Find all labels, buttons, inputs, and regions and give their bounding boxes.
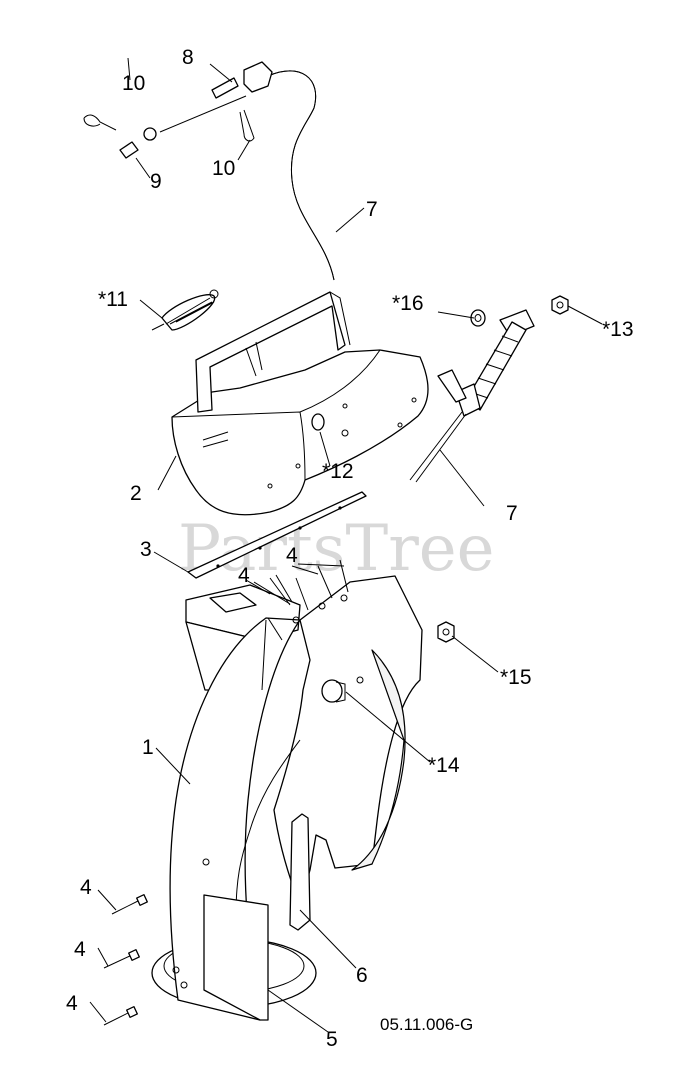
figure-code: 05.11.006-G bbox=[380, 1015, 473, 1034]
callout-labels: 10 8 9 10 7 *11 *16 *13 *12 2 7 3 4 4 *1… bbox=[66, 46, 634, 1051]
callout-10: 10 bbox=[122, 72, 145, 95]
part-12-pivot bbox=[311, 413, 325, 431]
callout-7: 7 bbox=[506, 502, 518, 525]
part-10-clip-left bbox=[83, 114, 117, 131]
callout-6: 6 bbox=[356, 964, 368, 987]
callout-4: 4 bbox=[74, 938, 86, 961]
part-2-deflector bbox=[171, 291, 429, 516]
callout-4: 4 bbox=[80, 876, 92, 899]
callout-10: 10 bbox=[212, 157, 235, 180]
callout-13: *13 bbox=[602, 318, 634, 341]
part-11-spring bbox=[151, 289, 219, 331]
callout-14: *14 bbox=[428, 754, 460, 777]
part-7-cable-upper bbox=[267, 70, 335, 281]
callout-2: 2 bbox=[130, 482, 142, 505]
callout-3: 3 bbox=[140, 538, 152, 561]
part-13-nut bbox=[551, 295, 569, 315]
callout-11: *11 bbox=[98, 288, 128, 311]
leader-lines bbox=[89, 57, 603, 1033]
part-7-rod-lower bbox=[409, 309, 535, 483]
callout-5: 5 bbox=[326, 1028, 338, 1051]
part-1-chute bbox=[151, 575, 423, 1021]
callout-4: 4 bbox=[286, 544, 298, 567]
part-6-plate bbox=[289, 813, 311, 931]
callout-15: *15 bbox=[500, 666, 532, 689]
part-8-pin bbox=[159, 61, 273, 133]
part-4-bolts-upper bbox=[267, 559, 349, 641]
callout-4: 4 bbox=[66, 992, 78, 1015]
callout-9: 9 bbox=[150, 170, 162, 193]
part-10-clip-right bbox=[239, 109, 255, 142]
watermark: PartsTree bbox=[178, 512, 495, 586]
part-9-ferrule bbox=[119, 141, 139, 159]
callout-16: *16 bbox=[392, 292, 424, 315]
callout-1: 1 bbox=[142, 736, 154, 759]
callout-7: 7 bbox=[366, 198, 378, 221]
callout-4: 4 bbox=[238, 564, 250, 587]
part-15-nut bbox=[437, 621, 455, 643]
part-5-plate bbox=[203, 894, 269, 1021]
callout-8: 8 bbox=[182, 46, 194, 69]
part-4-rivets-lower bbox=[103, 894, 148, 1026]
callout-12: *12 bbox=[322, 460, 354, 483]
part-3-strip bbox=[187, 491, 367, 579]
